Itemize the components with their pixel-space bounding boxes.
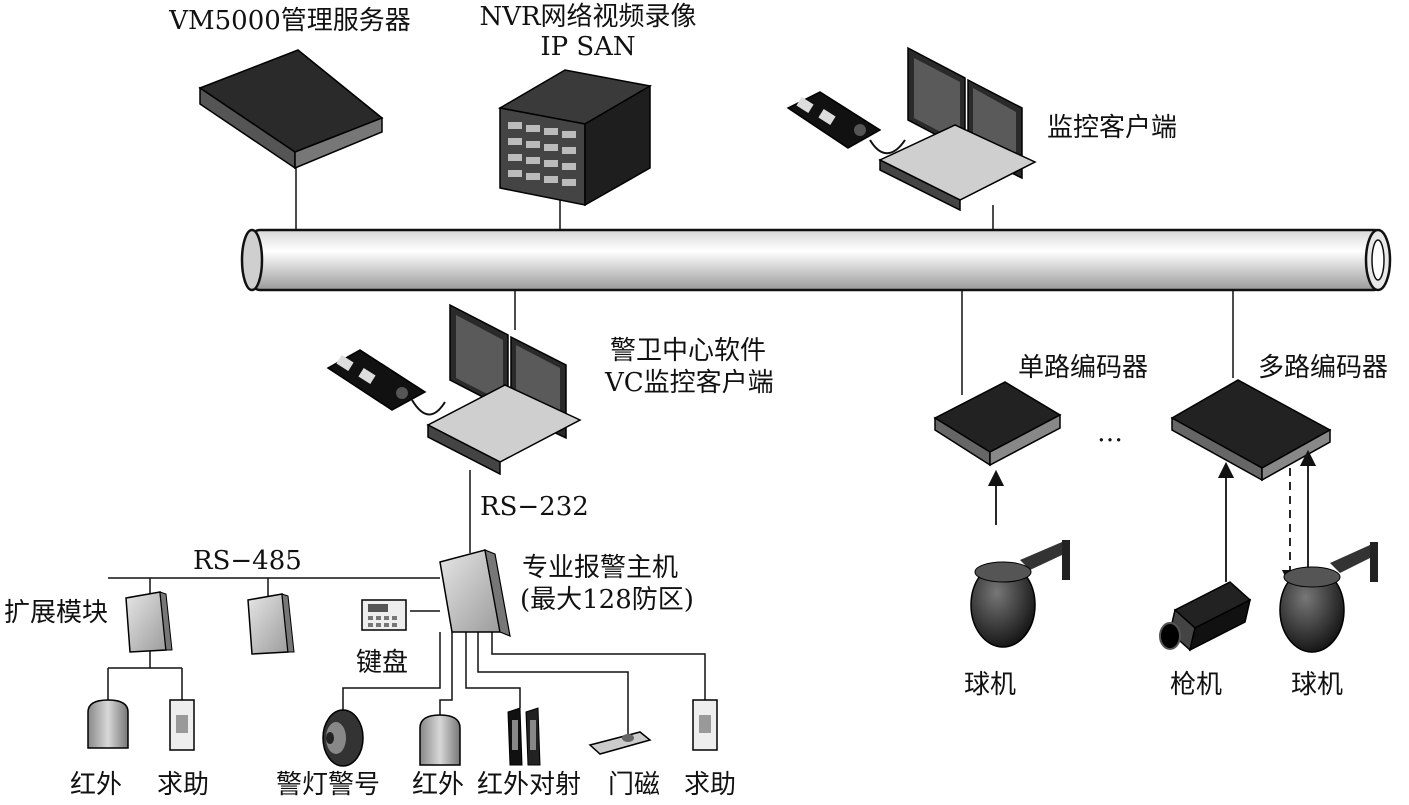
network-backbone: [240, 228, 1392, 292]
alarm-host-label-line2: (最大128防区): [520, 585, 694, 615]
multi-encoder: [1170, 379, 1332, 482]
encoder-ellipsis: …: [1097, 418, 1123, 448]
nvr-label-line1: NVR网络视频录像: [479, 2, 697, 32]
single-encoder: [933, 381, 1062, 467]
multi-encoder-label: 多路编码器: [1258, 353, 1389, 383]
help-right-label: 求助: [683, 770, 737, 800]
bullet-label: 枪机: [1169, 670, 1223, 700]
bullet-camera: [1159, 581, 1252, 652]
guard-center-label-line1: 警卫中心软件: [610, 336, 767, 366]
help-button-left: [169, 699, 195, 751]
siren-label: 警灯警号: [275, 770, 381, 800]
connection-lines: [107, 160, 1234, 735]
single-encoder-label: 单路编码器: [1018, 353, 1149, 383]
monitor-client-label: 监控客户端: [1047, 113, 1178, 143]
help-left-label: 求助: [156, 770, 210, 800]
door-magnet-label: 门磁: [607, 770, 661, 800]
nvr-storage: [497, 69, 653, 207]
dome1-label: 球机: [963, 670, 1017, 700]
infrared-sensor-mid: [419, 714, 461, 766]
siren-speaker: [322, 709, 364, 767]
expansion-module-2: [247, 593, 295, 655]
guard-center-label-line2: VC监控客户端: [605, 368, 774, 398]
alarm-host-panel: [439, 549, 511, 637]
dome2-label: 球机: [1290, 670, 1344, 700]
video-arrows: [987, 449, 1317, 587]
expansion-module-1: [125, 591, 173, 653]
rs485-label: RS−485: [193, 546, 302, 576]
infrared-left-label: 红外: [69, 770, 123, 800]
dome-camera-1: [970, 540, 1070, 648]
guard-center-workstation: [326, 303, 582, 476]
infrared-mid-label: 红外: [411, 770, 465, 800]
vm5000-server: [198, 49, 384, 170]
monitor-client-workstation: [786, 46, 1037, 212]
dome-camera-2: [1279, 542, 1378, 653]
infrared-beam-label: 红外对射: [476, 770, 582, 800]
nvr-label-line2: IP SAN: [540, 32, 636, 62]
infrared-beam-sensor: [507, 707, 541, 766]
rs232-label: RS−232: [480, 492, 589, 522]
help-button-right: [692, 699, 718, 751]
infrared-sensor-left: [87, 699, 129, 749]
expansion-module-label: 扩展模块: [4, 598, 109, 628]
alarm-host-label-line1: 专业报警主机: [522, 553, 679, 583]
door-magnet-sensor: [588, 731, 652, 755]
keypad-device: [361, 599, 407, 631]
vm5000-label: VM5000管理服务器: [169, 6, 411, 36]
keypad-label: 键盘: [356, 648, 409, 678]
